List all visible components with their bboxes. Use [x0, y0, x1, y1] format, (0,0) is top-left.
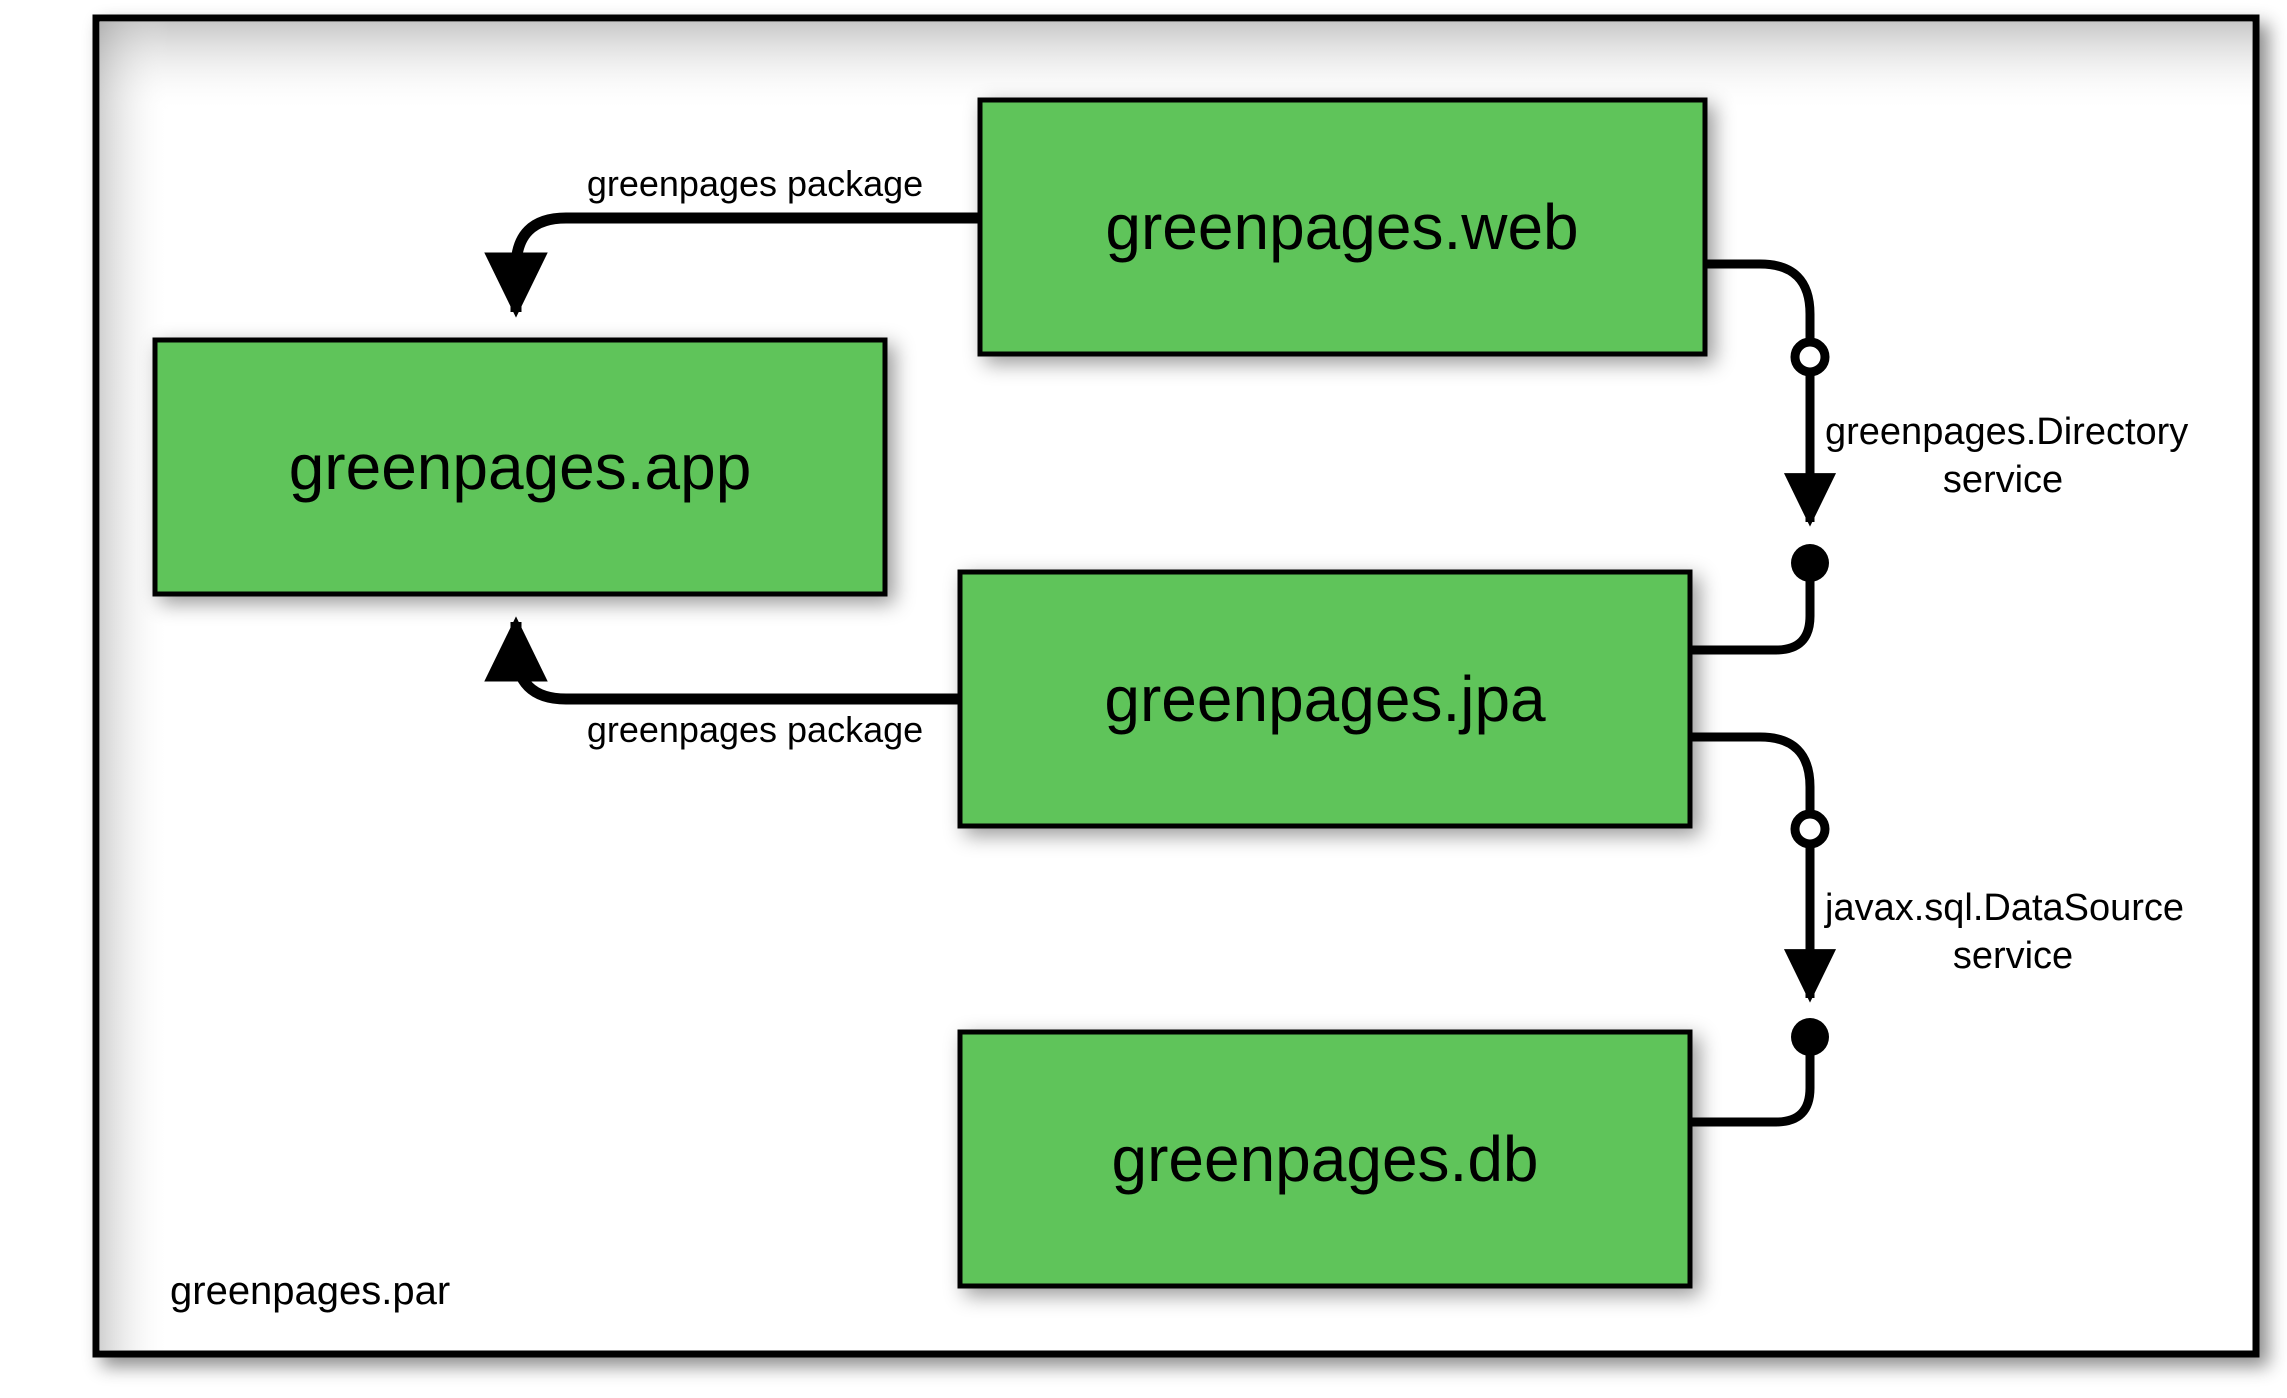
service-edge-db-lower-path: [1690, 1052, 1815, 1127]
edge-web-to-app-path: [484, 212, 980, 318]
service-label-directory-line1: greenpages.Directory: [1825, 411, 2188, 453]
service-edge-jpa-upper-path: [1690, 732, 1815, 823]
node-greenpages-jpa-box[interactable]: [957, 569, 1693, 829]
edge-jpa-to-app-path: [484, 616, 960, 705]
node-greenpages-app-label: greenpages.app: [289, 431, 752, 503]
node-greenpages-web-label: greenpages.web: [1105, 191, 1578, 263]
required-interface-socket-icon: [1790, 809, 1830, 849]
node-greenpages-jpa[interactable]: greenpages.jpa: [957, 569, 1693, 829]
provided-interface-ball-icon: [1791, 1018, 1829, 1056]
edge-label-web-to-app: greenpages package: [587, 163, 923, 204]
service-edge-jpa-lower-path: [1690, 576, 1815, 655]
node-greenpages-db-box[interactable]: [957, 1029, 1693, 1289]
node-greenpages-db-label: greenpages.db: [1111, 1123, 1538, 1195]
edge-web-to-app: greenpages package: [484, 163, 980, 318]
node-greenpages-app-box[interactable]: [152, 337, 888, 597]
edge-web-to-jpa-service: greenpages.Directory service: [1690, 259, 2188, 655]
node-greenpages-db[interactable]: greenpages.db: [957, 1029, 1693, 1289]
container-inner-top-shade: [100, 22, 2252, 112]
service-label-datasource-line1: javax.sql.DataSource: [1824, 887, 2184, 929]
node-greenpages-jpa-label: greenpages.jpa: [1104, 663, 1546, 735]
node-greenpages-web-box[interactable]: [977, 97, 1708, 357]
container-inner-left-shade: [100, 22, 170, 1350]
service-label-directory-line2: service: [1943, 459, 2063, 501]
edge-label-jpa-to-app: greenpages package: [587, 709, 923, 750]
provided-interface-ball-icon: [1791, 544, 1829, 582]
edge-jpa-to-app: greenpages package: [484, 616, 960, 750]
service-label-datasource-line2: service: [1953, 935, 2073, 977]
container-label-greenpages-par: greenpages.par: [170, 1269, 450, 1313]
node-greenpages-app[interactable]: greenpages.app: [152, 337, 888, 597]
service-edge-web-upper-path: [1705, 259, 1815, 352]
required-interface-socket-icon: [1790, 337, 1830, 377]
edge-jpa-to-db-service: javax.sql.DataSource service: [1690, 732, 2184, 1127]
node-greenpages-web[interactable]: greenpages.web: [977, 97, 1708, 357]
